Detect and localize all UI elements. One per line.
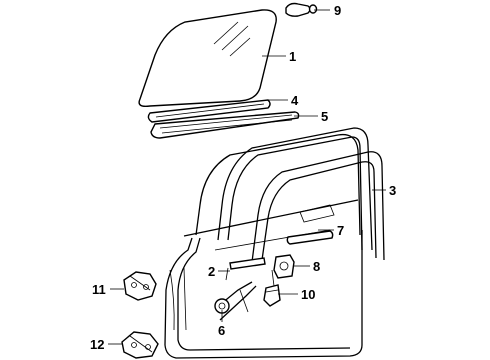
leader-lines [108, 9, 386, 345]
door-lock [263, 269, 281, 307]
callout-9: 9 [334, 3, 341, 18]
window-glass [138, 9, 277, 108]
lock-remote [273, 254, 295, 279]
callout-1: 1 [289, 49, 296, 64]
door-weatherstrip [217, 127, 385, 263]
stopper-part [285, 2, 318, 17]
inside-handle [286, 230, 334, 245]
callout-3: 3 [389, 183, 396, 198]
belt-weatherstrip [150, 111, 300, 139]
callout-12: 12 [90, 337, 104, 352]
callout-4: 4 [291, 93, 299, 108]
callout-5: 5 [321, 109, 328, 124]
upper-hinge [123, 271, 157, 301]
callout-6: 6 [218, 323, 225, 338]
lower-hinge [121, 331, 159, 359]
callout-11: 11 [92, 282, 106, 297]
callout-8: 8 [313, 259, 320, 274]
callout-2: 2 [208, 264, 215, 279]
callout-7: 7 [337, 223, 344, 238]
door-shell [164, 133, 363, 359]
window-regulator-bar [225, 257, 266, 281]
window-regulator [214, 281, 257, 321]
glass-run-channel [147, 99, 271, 123]
callout-10: 10 [301, 287, 315, 302]
